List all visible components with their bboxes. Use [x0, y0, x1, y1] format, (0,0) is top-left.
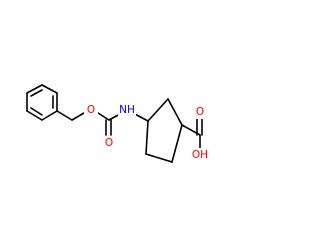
bond-cp-1	[147, 98, 169, 122]
bond-ring-double-1	[30, 89, 43, 97]
bond-ring-1	[26, 84, 43, 94]
bond-cp-5	[145, 120, 149, 155]
atom-label-nh: NH	[119, 104, 135, 116]
bond-cp-3	[171, 124, 183, 163]
bond-ring-double-3	[30, 107, 43, 116]
atom-label-o-acid: O	[196, 106, 204, 118]
bond-cp-2	[167, 98, 183, 126]
chemical-structure-diagram: O O NH O OH	[26, 84, 211, 163]
bond-o-carbonyl-c	[97, 112, 110, 121]
bond-ring-2	[41, 84, 58, 94]
bond-ring-ch2	[56, 110, 73, 121]
atom-o-carbamate: O	[102, 136, 116, 150]
bond-cp-4	[145, 153, 173, 163]
benzene-ring	[26, 84, 58, 121]
cyclopentane-ring	[145, 98, 183, 163]
atom-label-o-carbamate: O	[105, 137, 113, 149]
atom-o-ester: O	[84, 103, 98, 117]
atom-nh: NH	[118, 103, 136, 117]
atom-label-oh: OH	[192, 149, 208, 161]
bond-ring-4	[41, 110, 58, 121]
bond-ch2-o	[71, 112, 85, 121]
atom-oh: OH	[189, 148, 211, 162]
atom-o-acid: O	[193, 105, 207, 119]
bond-ring-5	[26, 110, 43, 121]
atom-label-o-ester: O	[87, 104, 95, 116]
